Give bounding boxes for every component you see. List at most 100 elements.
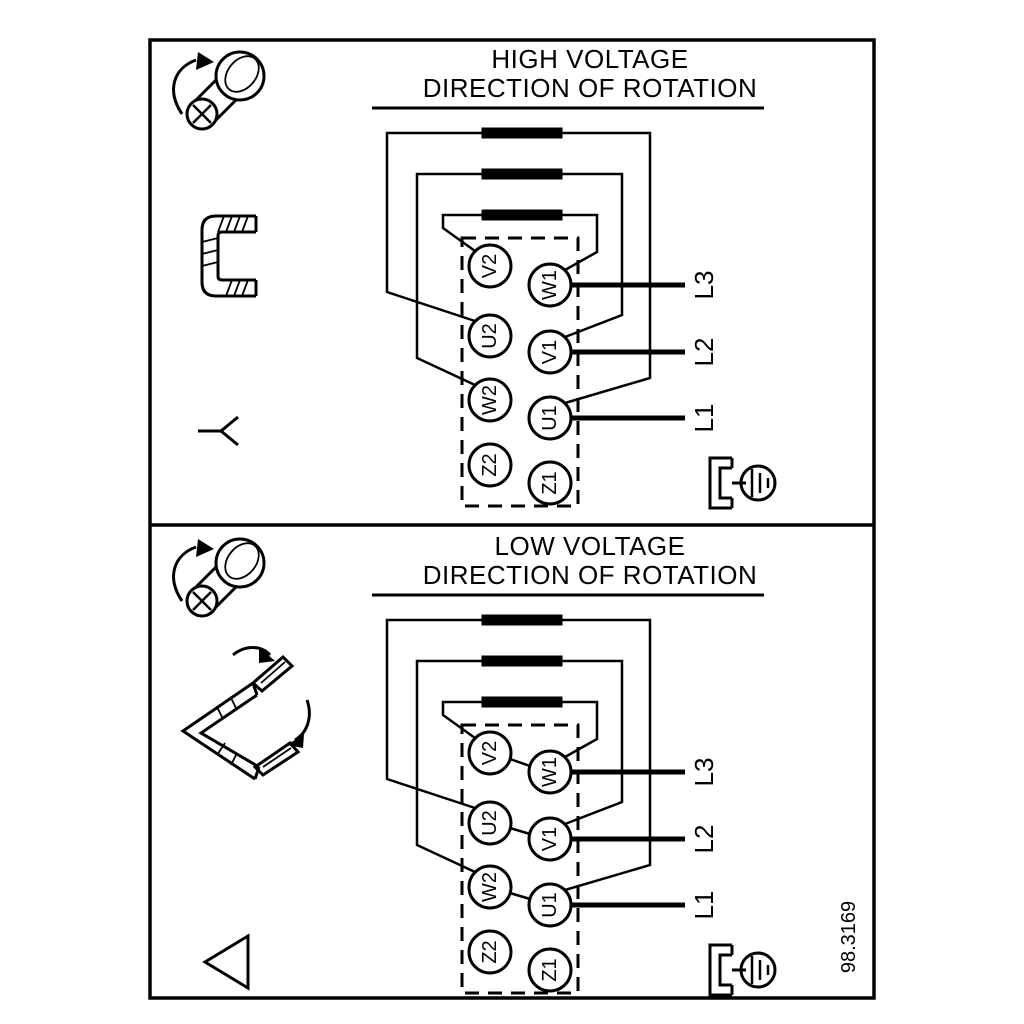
- panel-high-voltage: HIGH VOLTAGE DIRECTION OF ROTATION: [172, 44, 777, 510]
- hatch-line: [201, 249, 219, 255]
- terminal: [467, 730, 513, 776]
- ground-clamp-inner: [718, 466, 732, 500]
- hatch-line: [241, 215, 249, 233]
- move-arrowhead: [259, 647, 275, 663]
- jumper-wire: [562, 618, 652, 892]
- panel-subtitle: DIRECTION OF ROTATION: [423, 73, 758, 103]
- jumper-bar: [481, 696, 563, 708]
- terminal-label: W1: [539, 757, 561, 787]
- delta-link-wire: [509, 826, 531, 836]
- terminal: [527, 816, 573, 862]
- hatch-line: [230, 752, 238, 766]
- terminal-label: Z2: [479, 940, 501, 963]
- supply-line-label: L3: [689, 271, 719, 300]
- ground-circle: [739, 464, 777, 502]
- terminal-board: [460, 723, 580, 995]
- hatch-line: [216, 706, 224, 720]
- delta-link-wire: [509, 757, 531, 768]
- hatch-line: [225, 215, 233, 233]
- terminal-label: V1: [539, 827, 561, 851]
- jumper-bar: [481, 655, 563, 667]
- jumper-bar: [481, 127, 563, 139]
- move-arrowhead: [287, 734, 304, 748]
- bracket-inner: [216, 230, 256, 282]
- supply-line-label: L3: [689, 758, 719, 787]
- jumper-wire: [385, 131, 482, 323]
- terminal: [467, 313, 513, 359]
- panel-title: HIGH VOLTAGE: [491, 44, 688, 74]
- hatch-line: [216, 742, 226, 756]
- panel-low-voltage: LOW VOLTAGE DIRECTION OF ROTATION: [172, 531, 777, 997]
- jumper-wire: [562, 131, 652, 405]
- terminal: [467, 929, 513, 975]
- move-arrow: [294, 699, 311, 742]
- hatch-line: [201, 261, 219, 267]
- jumper-bar: [481, 614, 563, 626]
- ground-clamp-outer: [708, 456, 732, 510]
- bracket-inner: [198, 693, 260, 769]
- jumper-wire: [441, 213, 482, 253]
- figure-number: 98.3169: [838, 901, 860, 973]
- hatch-line: [233, 215, 241, 233]
- jumper-bar: [481, 168, 563, 180]
- terminal: [467, 377, 513, 423]
- panel-title: LOW VOLTAGE: [495, 531, 686, 561]
- jumper-bracket-icon: [200, 214, 258, 298]
- terminal: [527, 329, 573, 375]
- ground-clamp-outer: [708, 943, 732, 997]
- terminal-label: Z1: [539, 471, 561, 494]
- jumper-wire: [562, 213, 599, 272]
- delta-link-wire: [509, 891, 531, 901]
- ground-circle: [739, 951, 777, 989]
- terminal: [527, 395, 573, 441]
- hatch-line: [262, 747, 292, 768]
- rotation-arrowhead: [196, 539, 214, 557]
- jumper-wire: [562, 659, 624, 826]
- terminal: [467, 864, 513, 910]
- terminal: [467, 243, 513, 289]
- move-arrow: [232, 646, 272, 657]
- terminal-board: [460, 236, 580, 508]
- delta-connection-icon: [202, 933, 250, 991]
- jumper-wire: [415, 172, 482, 387]
- bracket-outer: [200, 214, 256, 298]
- terminal-label: W2: [479, 385, 501, 415]
- screw-head-detail: [224, 55, 260, 93]
- bracket-outer: [180, 681, 256, 781]
- jumper-wire: [385, 618, 482, 810]
- jumper-bar: [481, 209, 563, 221]
- screw-rotation-icon: [172, 537, 266, 618]
- terminal-label: Z1: [539, 958, 561, 981]
- terminal-label: V1: [539, 340, 561, 364]
- hatch-line: [241, 279, 249, 297]
- supply-line-label: L2: [689, 338, 719, 367]
- ground-terminal-icon: [708, 943, 777, 997]
- phillips-cross: [192, 104, 212, 124]
- supply-line-label: L1: [689, 404, 719, 433]
- star-leg: [220, 429, 239, 447]
- terminal-label: W1: [539, 270, 561, 300]
- supply-line-label: L2: [689, 825, 719, 854]
- panel-subtitle: DIRECTION OF ROTATION: [423, 560, 758, 590]
- terminal-label: V2: [479, 741, 501, 765]
- terminal: [527, 749, 573, 795]
- small-jumper-bar: [250, 654, 295, 693]
- terminal: [527, 882, 573, 928]
- terminal-label: U1: [539, 405, 561, 431]
- jumper-wire: [415, 659, 482, 874]
- supply-line-label: L1: [689, 891, 719, 920]
- screw-head-detail: [224, 542, 260, 580]
- hatch-line: [230, 697, 238, 711]
- terminal: [527, 460, 573, 506]
- star-connection-icon: [198, 415, 239, 447]
- screw-rotation-icon: [172, 50, 266, 131]
- hatch-line: [217, 215, 225, 233]
- delta-jumper-arrangement-icon: [180, 646, 311, 781]
- jumper-wire: [441, 700, 482, 740]
- jumper-wire: [562, 172, 624, 339]
- small-jumper-bar: [252, 741, 301, 777]
- hatch-line: [260, 661, 286, 684]
- jumper-wire: [562, 700, 599, 759]
